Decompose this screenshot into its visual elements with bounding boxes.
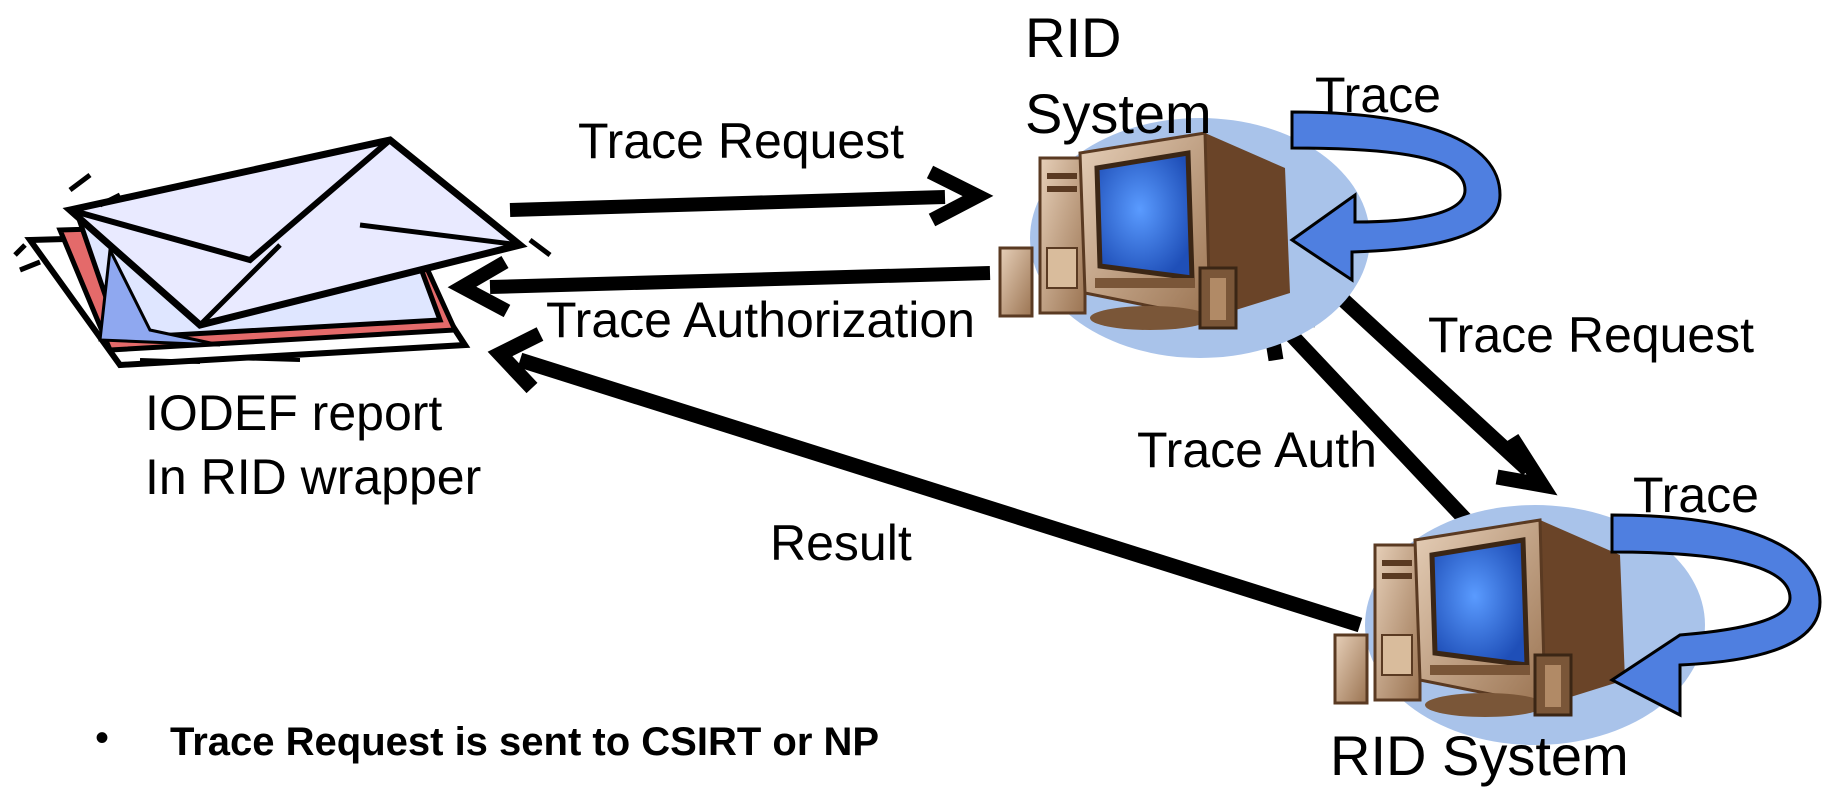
trace-loop-bottom-label: Trace: [1633, 467, 1759, 523]
iodef-report-label: IODEF report: [145, 385, 443, 441]
rid-system-top-label-line1: RID: [1025, 6, 1122, 69]
envelope-stack-icon: [13, 136, 552, 369]
trace-loop-top-label: Trace: [1315, 67, 1441, 123]
rid-system-top-label-line2: System: [1025, 82, 1212, 145]
trace-request-top-label: Trace Request: [578, 113, 905, 169]
trace-authorization-label: Trace Authorization: [546, 292, 975, 348]
trace-auth-label: Trace Auth: [1137, 422, 1377, 478]
computer-icon: [998, 118, 1370, 358]
rid-wrapper-label: In RID wrapper: [145, 449, 482, 505]
bullet-dot: •: [95, 716, 110, 760]
arrow-trace-authorization: [447, 255, 991, 318]
bullet-text: Trace Request is sent to CSIRT or NP: [170, 720, 880, 764]
arrow-trace-request-top: [509, 165, 994, 227]
trace-request-right-label: Trace Request: [1428, 307, 1755, 363]
trace-loop-arrow-bottom: [1609, 513, 1822, 718]
trace-loop-arrow-top: [1289, 110, 1502, 283]
rid-system-bottom-label: RID System: [1330, 724, 1629, 787]
result-label: Result: [770, 515, 912, 571]
arrow-result: [487, 327, 1363, 633]
